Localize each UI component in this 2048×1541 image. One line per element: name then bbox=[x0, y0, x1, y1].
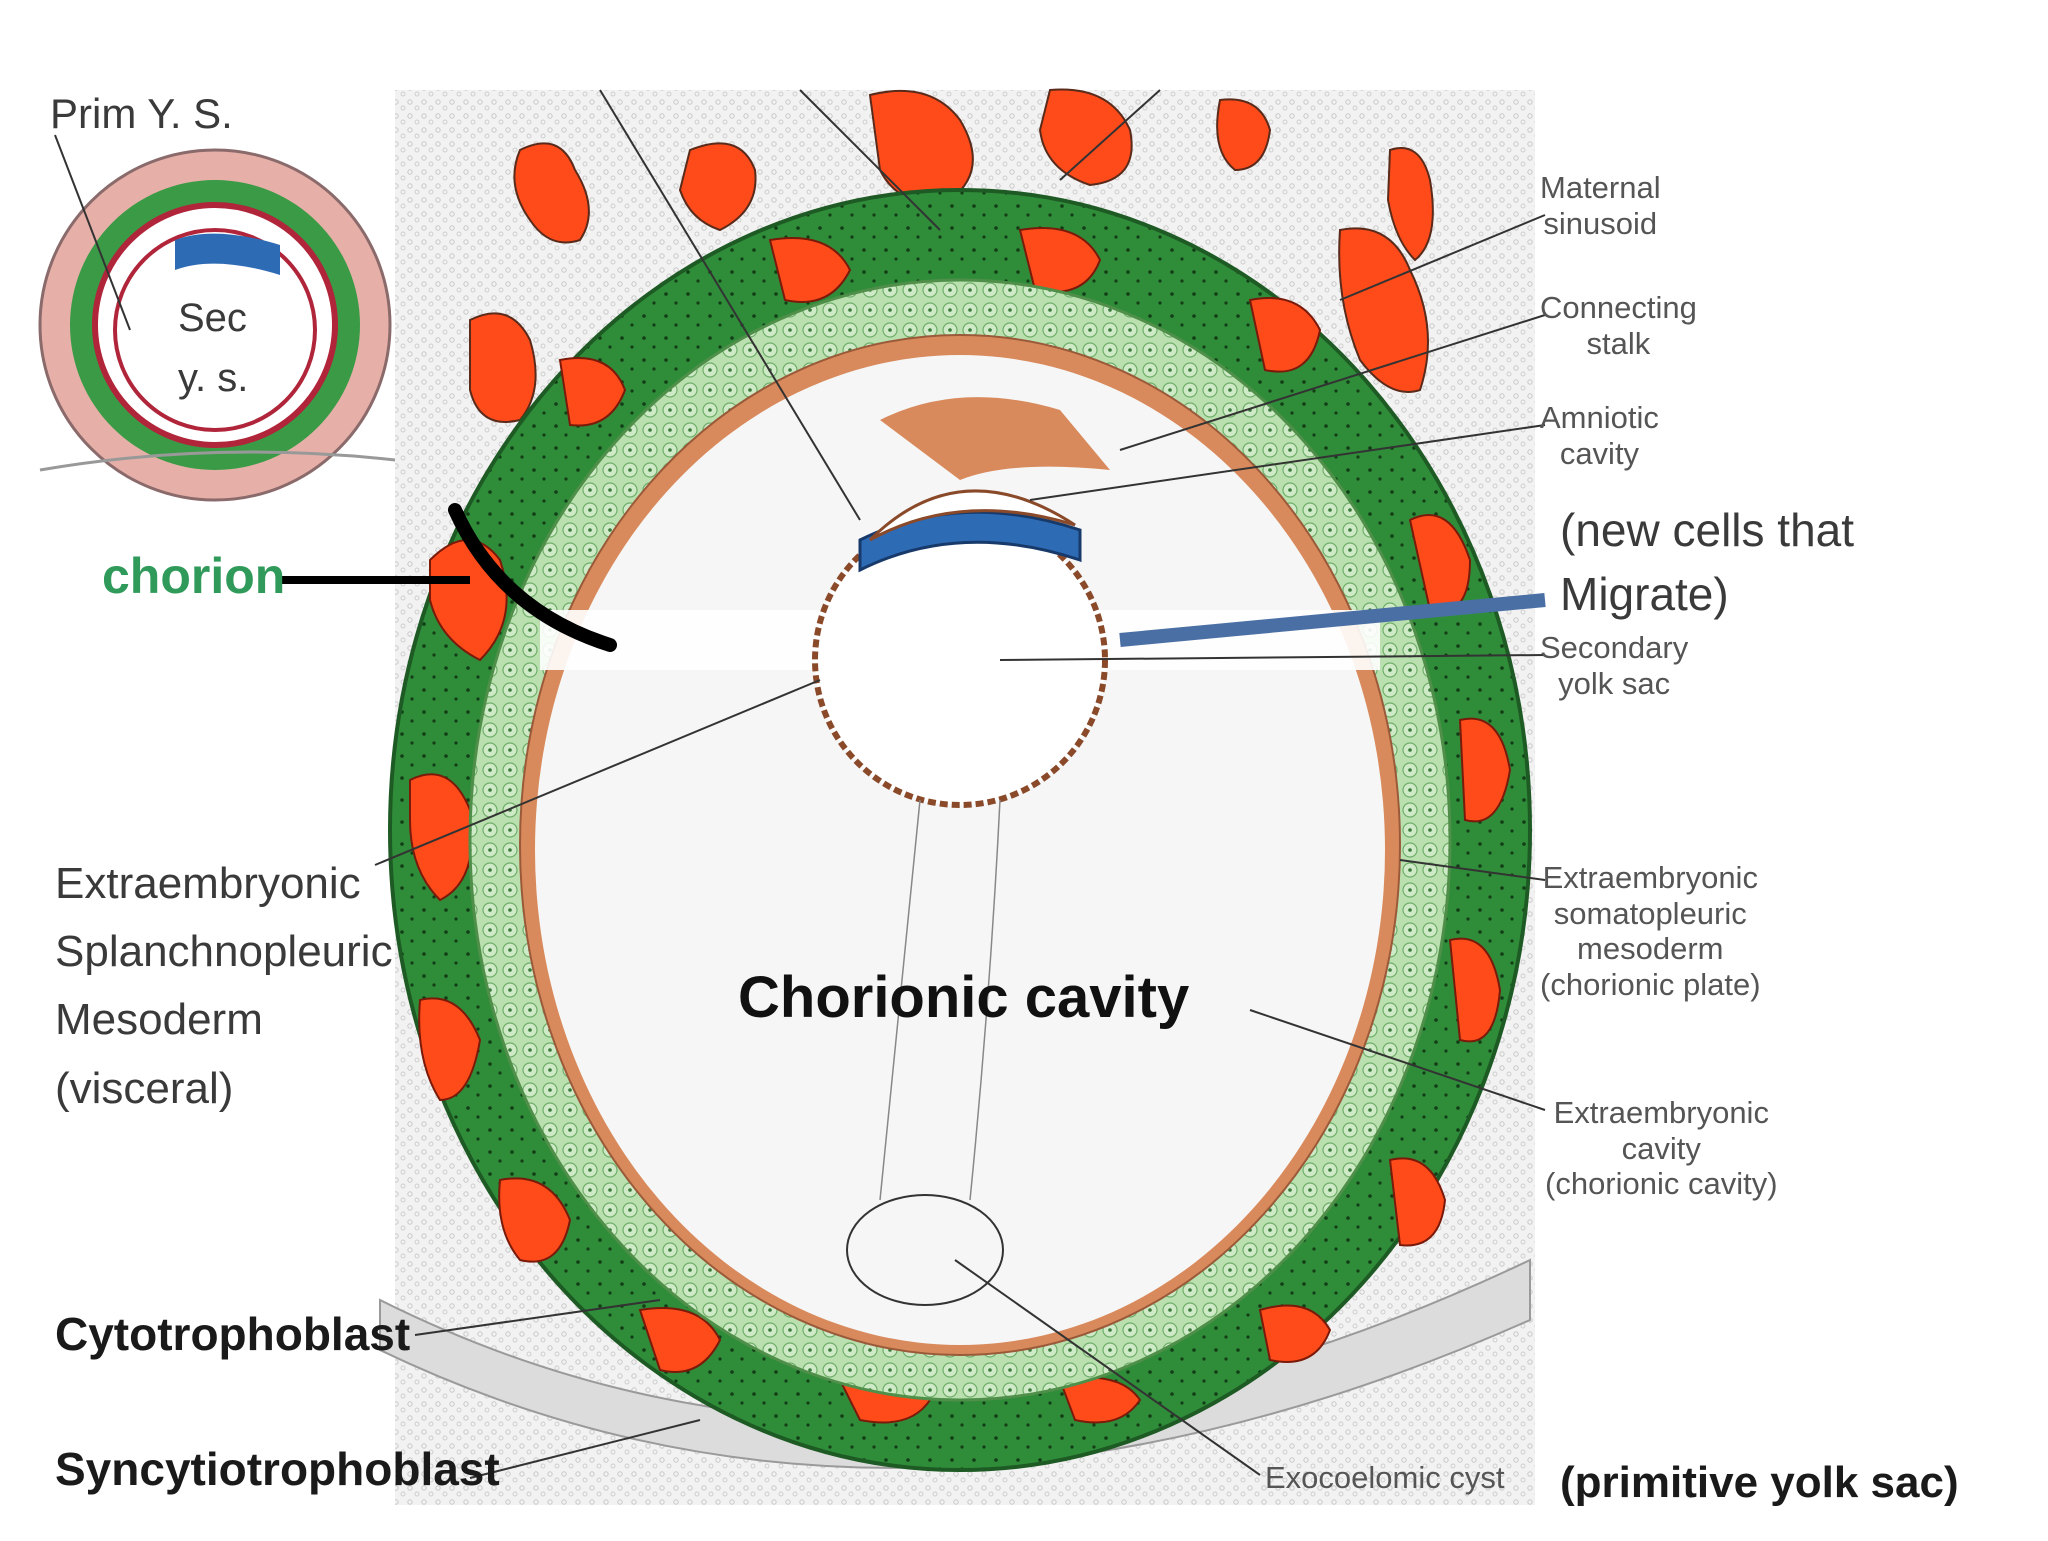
exocoelomic-cyst-label: Exocoelomic cyst bbox=[1265, 1460, 1505, 1495]
syncytiotrophoblast-label: Syncytiotrophoblast bbox=[55, 1443, 500, 1495]
exocoelomic-cyst bbox=[846, 1194, 1004, 1306]
chorion-bracket bbox=[448, 503, 617, 652]
inset-panel bbox=[38, 90, 396, 502]
primitive-yolk-sac-label: (primitive yolk sac) bbox=[1560, 1458, 1959, 1507]
splanchnopleuric-mesoderm-label: Extraembryonic Splanchnopleuric Mesoderm… bbox=[55, 859, 393, 1113]
sec-label: Sec bbox=[178, 296, 247, 340]
prim-ys-label: Prim Y. S. bbox=[50, 90, 233, 137]
amniotic-cavity-shape bbox=[868, 489, 1076, 542]
leader-lines bbox=[374, 89, 1546, 1479]
cyst-strands bbox=[879, 799, 1001, 1201]
blue-pointer-line bbox=[1119, 593, 1546, 647]
chorionic-cavity-label: Chorionic cavity bbox=[738, 965, 1190, 1030]
cytotrophoblast-label: Cytotrophoblast bbox=[55, 1308, 411, 1360]
chorion-label: chorion bbox=[102, 548, 286, 604]
inset-blue-disc bbox=[175, 233, 280, 275]
somatopleuric-mesoderm-label: Extraembryonic somatopleuric mesoderm (c… bbox=[1540, 860, 1761, 1002]
chorionic-cavity-area bbox=[535, 355, 1385, 1345]
lacunae bbox=[409, 227, 1512, 1424]
ys-label: y. s. bbox=[178, 356, 249, 400]
connecting-stalk bbox=[880, 397, 1110, 480]
extraembryonic-cavity-label: Extraembryonic cavity (chorionic cavity) bbox=[1545, 1095, 1778, 1202]
